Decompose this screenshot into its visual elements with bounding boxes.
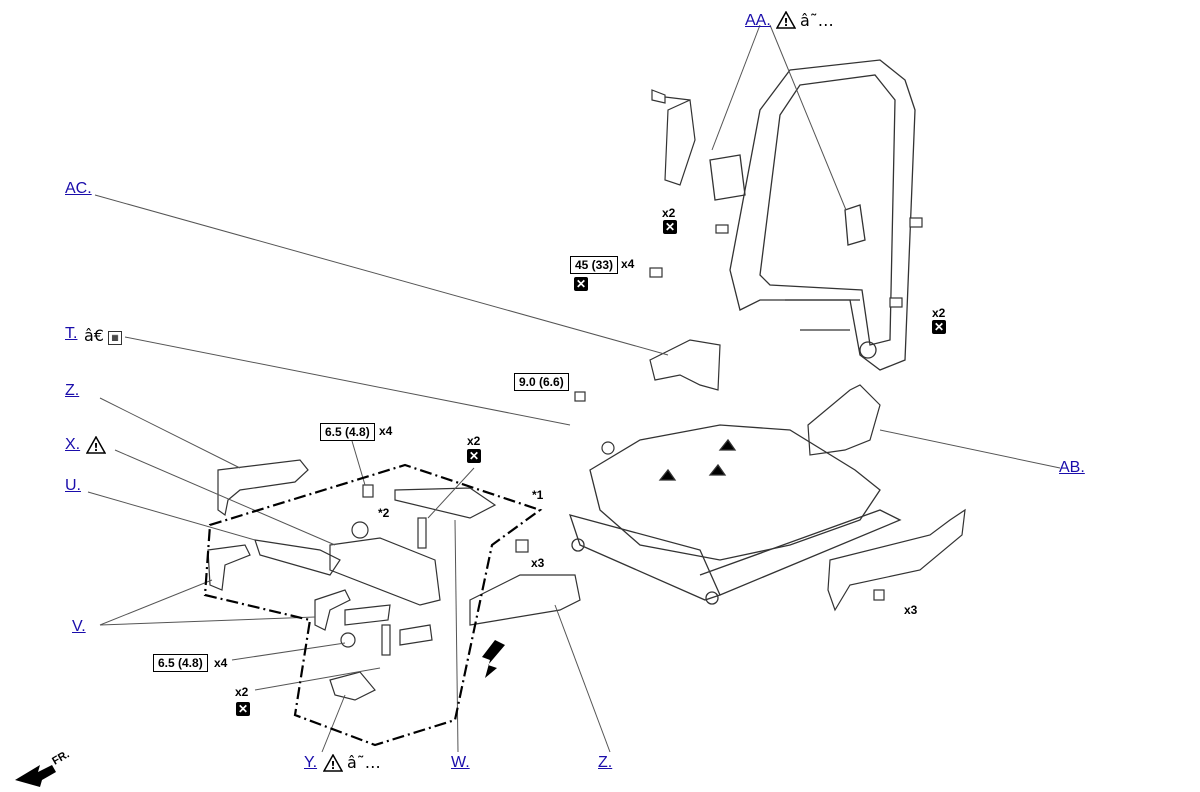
quantity: x4 [379,424,393,438]
no-reuse-icon: ✕ [236,702,250,716]
no-reuse-icon: ✕ [663,220,677,234]
label-w[interactable]: W. [451,754,470,771]
torque-box: 45 (33) [570,256,619,274]
svg-text:!: ! [783,16,788,29]
note-marker: *1 [532,488,544,502]
label-t[interactable]: T. [65,325,78,342]
torque-box: 6.5 (4.8) [153,654,208,672]
seat-track-frame [569,424,902,605]
label-y[interactable]: Y. [304,754,318,771]
label-x[interactable]: X. [65,436,81,453]
quantity: x3 [531,556,545,570]
label-ab[interactable]: AB. [1059,459,1085,476]
warning-icon: ! [776,11,796,29]
quantity: x3 [904,603,918,617]
label-ac[interactable]: AC. [65,180,92,197]
label-aa[interactable]: AA. [745,12,771,29]
label-aa-symbol: â˜… [800,11,834,30]
no-reuse-icon: ✕ [467,449,481,463]
svg-text:!: ! [330,759,335,772]
memo-icon: ▦ [108,331,122,345]
dash-boundary [203,463,543,747]
quantity: x2 [467,434,481,448]
quantity: x2 [235,685,249,699]
note-marker: *2 [378,506,390,520]
svg-text:!: ! [93,441,98,454]
arrows [15,640,505,787]
no-reuse-icon: ✕ [932,320,946,334]
torque-box: 6.5 (4.8) [320,423,375,441]
label-y-symbol: â˜… [347,753,381,772]
torque-box: 9.0 (6.6) [514,373,569,391]
quantity: x2 [662,206,676,220]
quantity: x4 [214,656,228,670]
seat-back-frame [709,59,916,371]
quantity: x2 [932,306,946,320]
label-t-symbol: â€ [84,326,104,345]
label-u[interactable]: U. [65,477,81,494]
quantity: x4 [621,257,635,271]
warning-icon: ! [323,754,343,772]
label-v[interactable]: V. [72,618,86,635]
parts [207,89,966,701]
fasteners [362,217,923,656]
warning-icon: ! [86,436,106,454]
label-z-left[interactable]: Z. [65,382,80,399]
no-reuse-icon: ✕ [574,277,588,291]
label-z-bottom[interactable]: Z. [598,754,613,771]
